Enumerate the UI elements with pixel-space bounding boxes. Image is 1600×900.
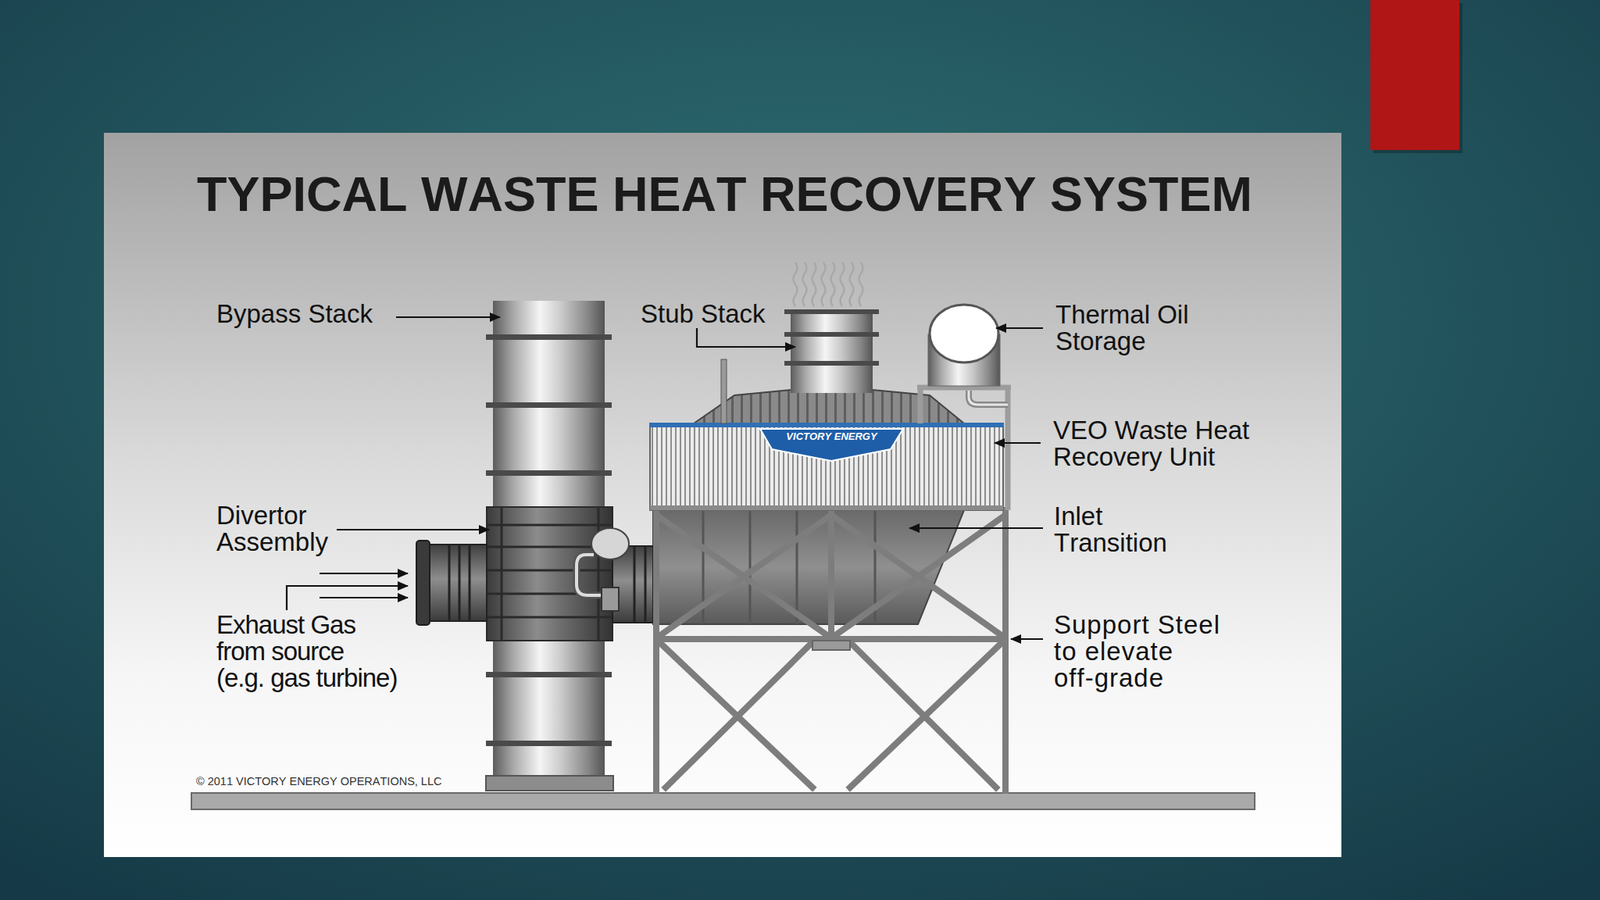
- steel-brace: [659, 642, 813, 788]
- oil-tank: [929, 304, 999, 363]
- logo-text: VICTORY ENERGY: [760, 430, 904, 443]
- leader-arrow: [994, 442, 1041, 444]
- inlet-lip: [416, 540, 430, 625]
- unit-trim: [650, 422, 1004, 428]
- steel-brace: [834, 517, 1003, 636]
- unit-base: [650, 505, 1004, 511]
- stack-band: [485, 740, 612, 747]
- valve-actuator: [591, 528, 629, 560]
- diagram-title: TYPICAL WASTE HEAT RECOVERY SYSTEM: [152, 165, 1297, 222]
- divertor-assembly: [486, 507, 613, 641]
- copyright-note: © 2011 VICTORY ENERGY OPERATIONS, LLC: [196, 775, 442, 789]
- steel-brace: [659, 517, 829, 636]
- part-label: Support Steel to elevate off-grade: [1053, 611, 1222, 692]
- steel-brace: [659, 517, 829, 636]
- rib: [448, 544, 451, 622]
- vent-pipe: [721, 359, 727, 424]
- stack-band: [485, 402, 612, 408]
- flow-arrow: [319, 572, 408, 575]
- oil-pipe: [968, 390, 1008, 405]
- stack-band: [784, 332, 879, 337]
- stack-band: [485, 671, 612, 678]
- steel-brace: [665, 642, 813, 788]
- accent-bar: [1370, 0, 1460, 150]
- rib: [458, 544, 461, 622]
- actuator-box: [601, 587, 619, 611]
- leader-arrow: [336, 528, 490, 531]
- leader-arrow: [996, 327, 1043, 329]
- steel-brace: [850, 642, 1003, 788]
- leader-arrow: [696, 328, 796, 347]
- steel-leg: [1002, 510, 1009, 791]
- steel-post: [828, 510, 835, 641]
- inlet-duct: [428, 544, 487, 622]
- actuator-pipe-highlight: [576, 554, 602, 596]
- part-label: Inlet Transition: [1053, 503, 1172, 557]
- recovery-unit: [650, 423, 1004, 511]
- rib: [796, 510, 799, 625]
- leaders: [286, 317, 1043, 640]
- heat-waves: [793, 262, 864, 307]
- part-label: Bypass Stack: [216, 300, 373, 328]
- divertor-ribs: [486, 507, 613, 641]
- stack-band: [485, 470, 612, 476]
- part-label: Thermal Oil Storage: [1055, 301, 1212, 355]
- stack-base: [485, 775, 614, 791]
- part-label: Divertor Assembly: [216, 502, 334, 556]
- frame-leg: [917, 385, 924, 424]
- ground-slab: [191, 792, 1255, 810]
- rib: [468, 544, 472, 622]
- flange: [644, 546, 647, 623]
- rib: [486, 569, 613, 572]
- stack-band: [784, 309, 879, 315]
- part-label: Stub Stack: [640, 300, 766, 328]
- stub-stack: [790, 310, 873, 393]
- rib: [749, 510, 752, 625]
- stack-band: [485, 334, 612, 340]
- tank-frame: [917, 385, 1011, 511]
- part-label: VEO Waste Heat Recovery Unit: [1053, 417, 1257, 471]
- maker-logo: [760, 428, 904, 461]
- actuator-pipe: [576, 554, 602, 596]
- flow-label: Exhaust Gas from source (e.g. gas turbin…: [216, 611, 398, 692]
- stub-bands: [784, 309, 879, 366]
- flow-arrow: [319, 596, 408, 599]
- rib: [486, 616, 613, 619]
- duct-ribs: [449, 544, 470, 622]
- panel: [103, 132, 1342, 858]
- leader-arrow: [909, 527, 1043, 529]
- rib: [486, 524, 613, 527]
- flow-arrow: [286, 585, 408, 611]
- leader-arrow: [1010, 638, 1043, 640]
- steel-plate: [812, 640, 850, 650]
- flange: [633, 546, 636, 623]
- duct-flanges: [634, 546, 646, 623]
- steel-brace: [834, 517, 1003, 636]
- oil-pipe-highlight: [968, 390, 1008, 405]
- steel-brace: [850, 642, 997, 788]
- stack-band: [784, 360, 879, 366]
- support-steel: [656, 510, 1006, 791]
- steel-leg: [653, 510, 660, 791]
- leader-arrow: [396, 316, 500, 318]
- rib: [597, 507, 600, 641]
- rib: [500, 507, 504, 641]
